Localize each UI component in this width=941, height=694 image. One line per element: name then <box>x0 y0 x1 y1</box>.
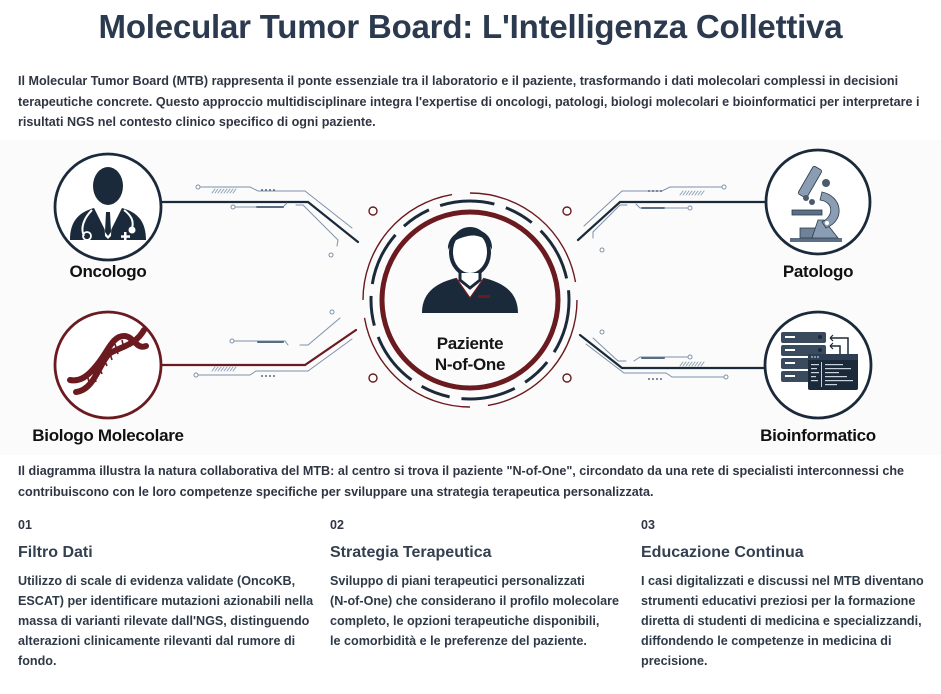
feature-column-3: 03 Educazione Continua I casi digitalizz… <box>641 515 941 671</box>
feature-title: Educazione Continua <box>641 543 941 563</box>
feature-body: Utilizzo di scale di evidenza validate (… <box>18 571 318 671</box>
page-title: Molecular Tumor Board: L'Intelligenza Co… <box>0 8 941 46</box>
patient-label: Paziente N-of-One <box>435 333 505 375</box>
oncologo-node <box>55 154 161 260</box>
biologo-label: Biologo Molecolare <box>32 426 183 446</box>
feature-body: I casi digitalizzati e discussi nel MTB … <box>641 571 941 671</box>
patient-label-line1: Paziente <box>435 333 505 354</box>
feature-title: Strategia Terapeutica <box>330 543 630 563</box>
intro-paragraph: Il Molecular Tumor Board (MTB) rappresen… <box>18 71 923 133</box>
feature-body: Sviluppo di piani terapeutici personaliz… <box>330 571 630 651</box>
feature-number: 02 <box>330 515 630 535</box>
feature-title: Filtro Dati <box>18 543 318 563</box>
feature-column-2: 02 Strategia Terapeutica Sviluppo di pia… <box>330 515 630 651</box>
patient-label-line2: N-of-One <box>435 354 505 375</box>
patologo-label: Patologo <box>783 262 853 282</box>
diagram-caption: Il diagramma illustra la natura collabor… <box>18 461 923 503</box>
bioinformatico-label: Bioinformatico <box>760 426 876 446</box>
biologo-node <box>55 312 161 418</box>
feature-column-1: 01 Filtro Dati Utilizzo di scale di evid… <box>18 515 318 671</box>
feature-number: 01 <box>18 515 318 535</box>
patologo-node <box>766 150 870 254</box>
feature-number: 03 <box>641 515 941 535</box>
oncologo-label: Oncologo <box>70 262 147 282</box>
bioinformatico-node <box>765 312 871 418</box>
mtb-diagram: Oncologo Patologo Biologo Molecolare Bio… <box>0 140 941 455</box>
